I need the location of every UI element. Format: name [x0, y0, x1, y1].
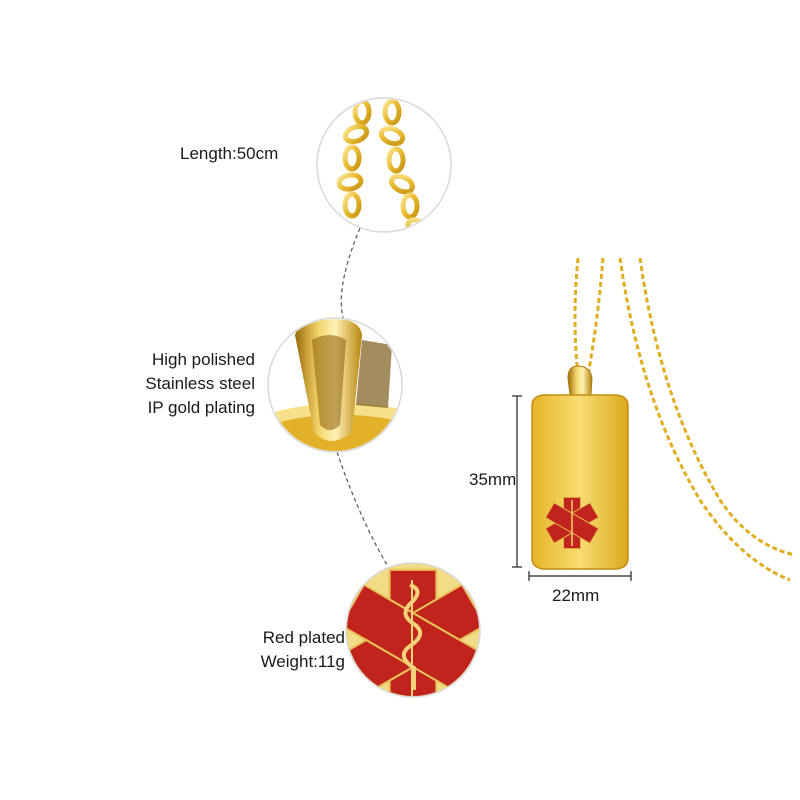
- length-label: Length:50cm: [180, 144, 279, 163]
- height-dimension-label: 35mm: [469, 470, 517, 489]
- material-label-3: IP gold plating: [147, 398, 255, 417]
- plating-label: Red plated: [262, 628, 345, 647]
- material-label-1: High polished: [151, 350, 255, 369]
- necklace-chain: [573, 257, 796, 582]
- chain-detail-circle: [316, 97, 452, 233]
- bail-detail-circle: [267, 317, 403, 453]
- width-dimension-line: [528, 571, 632, 581]
- material-label-2: Stainless steel: [145, 374, 255, 393]
- height-dimension-line: [512, 395, 522, 568]
- width-dimension-label: 22mm: [552, 586, 600, 605]
- dog-tag-pendant: [531, 394, 629, 570]
- symbol-detail-circle: [345, 562, 481, 698]
- weight-label: Weight:11g: [260, 652, 345, 671]
